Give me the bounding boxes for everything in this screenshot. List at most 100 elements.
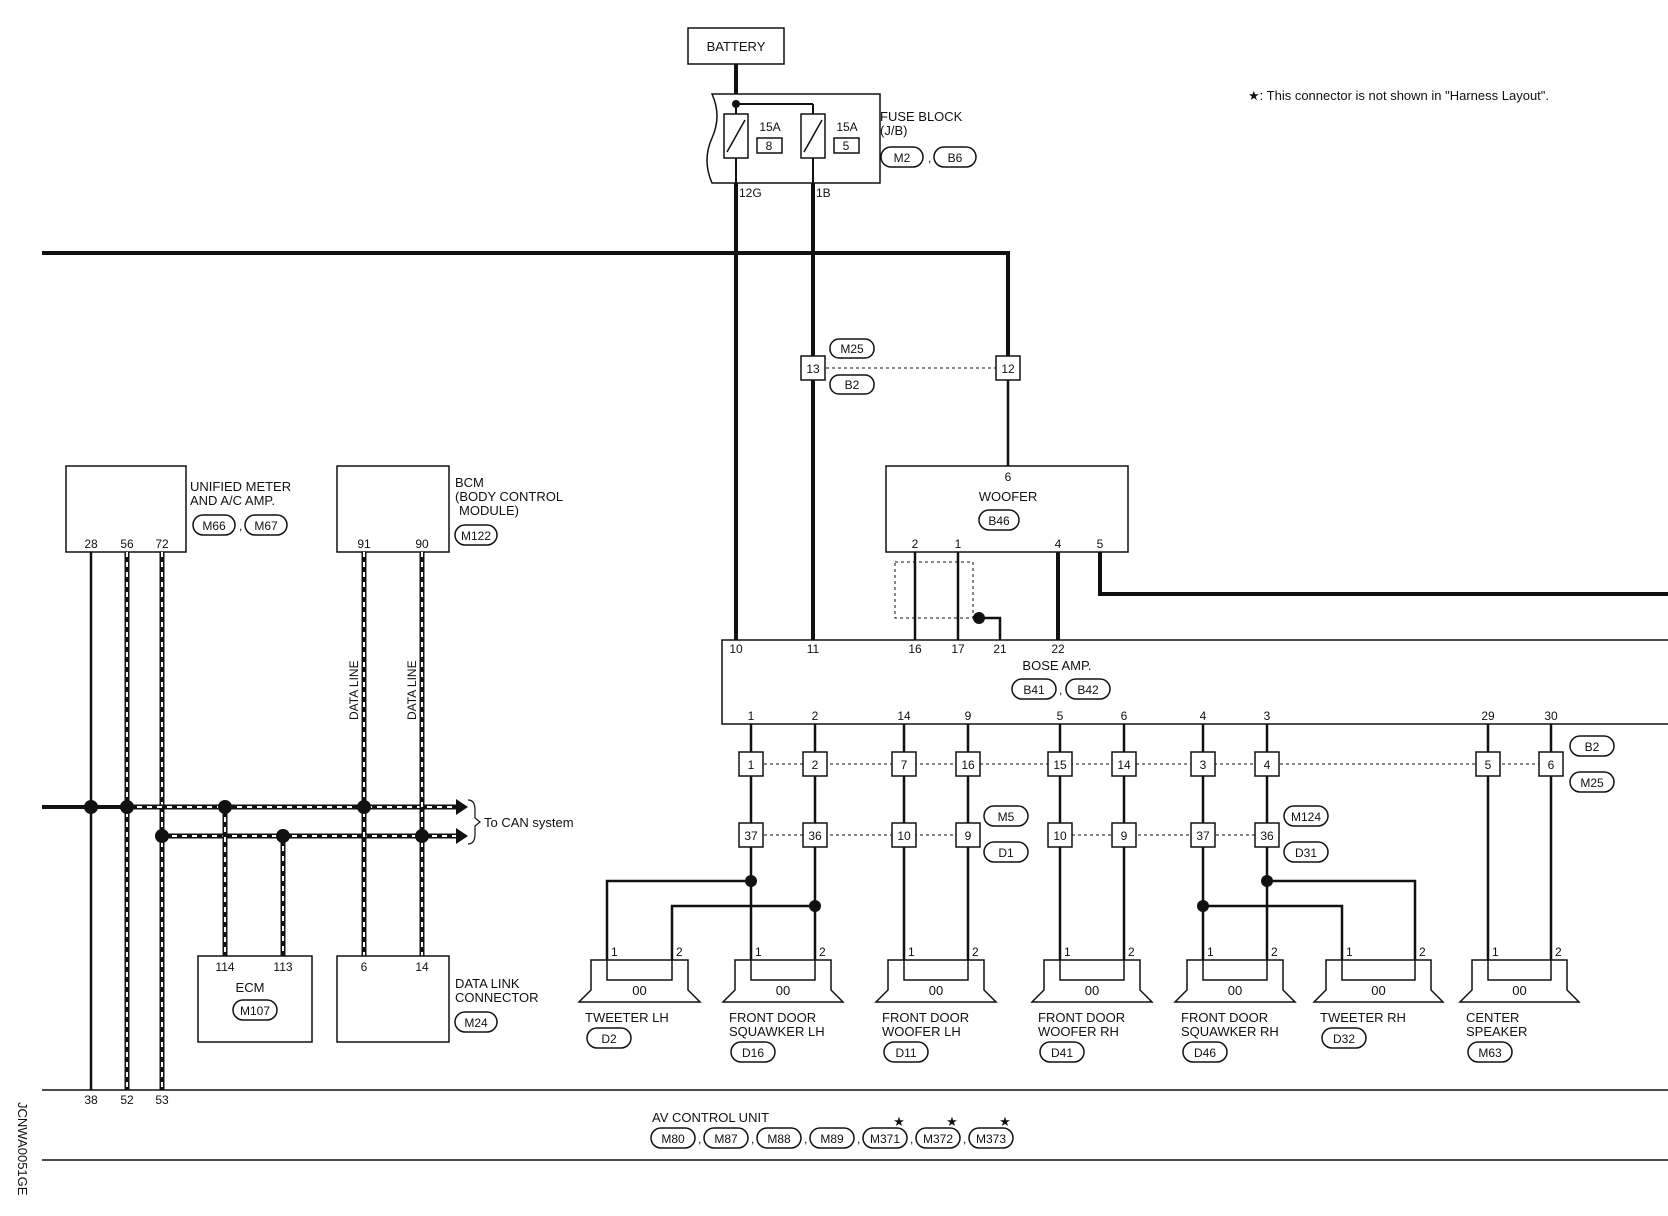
connector-tag: M372 [923, 1132, 953, 1146]
fuse-5-number: 5 [843, 139, 850, 153]
speaker-coil-icon: 00 [776, 983, 790, 998]
diagram-code: JCNWA0051GE [15, 1102, 30, 1196]
svg-text:37: 37 [744, 829, 758, 843]
svg-text:2: 2 [1128, 945, 1135, 959]
connector-tag: M25 [1580, 776, 1604, 790]
svg-text:114: 114 [215, 960, 234, 974]
fuse-block: 15A 8 15A 5 12G 1B FUSE BLOCK (J/B) M2 ,… [706, 93, 977, 200]
svg-text:38: 38 [84, 1093, 98, 1107]
svg-text:17: 17 [951, 642, 965, 656]
connector-tag: M80 [661, 1132, 685, 1146]
connector-tag: M24 [464, 1016, 488, 1030]
svg-text:1: 1 [955, 537, 962, 551]
svg-text:,: , [1059, 683, 1062, 697]
svg-text:,: , [239, 519, 242, 533]
ecm-label: ECM [236, 980, 265, 995]
fuse-8-number: 8 [766, 139, 773, 153]
connector-tag: M122 [461, 529, 491, 543]
svg-text:90: 90 [415, 537, 429, 551]
svg-text:36: 36 [808, 829, 822, 843]
svg-text:,: , [698, 1132, 701, 1146]
fuse-8-rating: 15A [759, 120, 780, 134]
svg-text:1: 1 [755, 945, 762, 959]
svg-text:21: 21 [993, 642, 1007, 656]
connector-tag: M66 [202, 519, 226, 533]
connector-tag: M88 [767, 1132, 791, 1146]
connector-tag: M63 [1478, 1046, 1502, 1060]
svg-text:13: 13 [806, 362, 820, 376]
svg-text:37: 37 [1196, 829, 1210, 843]
svg-text:1: 1 [1492, 945, 1499, 959]
star-icon: ★ [946, 1114, 958, 1129]
svg-text:5: 5 [1485, 758, 1492, 772]
speaker-label: SQUAWKER RH [1181, 1024, 1279, 1039]
av-control-unit-label: AV CONTROL UNIT [652, 1110, 769, 1125]
speaker-label: FRONT DOOR [729, 1010, 816, 1025]
svg-text:9: 9 [965, 829, 972, 843]
harness-note: ★: This connector is not shown in "Harne… [1248, 88, 1549, 103]
connector-tag: D2 [601, 1032, 617, 1046]
svg-text:56: 56 [120, 537, 134, 551]
svg-text:36: 36 [1260, 829, 1274, 843]
svg-text:,: , [857, 1132, 860, 1146]
speaker-coil-icon: 00 [929, 983, 943, 998]
speaker-label: SPEAKER [1466, 1024, 1527, 1039]
svg-text:28: 28 [84, 537, 98, 551]
connector-tag: D46 [1194, 1046, 1216, 1060]
svg-text:1: 1 [1207, 945, 1214, 959]
harness-row-m5-d1-m124-d31: 37 36 10 9 10 9 37 36 M5 D1 M124 D31 [738, 805, 1329, 863]
svg-text:91: 91 [357, 537, 371, 551]
fuse-pin-1b: 1B [816, 186, 831, 200]
svg-text:6: 6 [1005, 470, 1012, 484]
connector-tag: B42 [1077, 683, 1099, 697]
bose-amp-label: BOSE AMP. [1022, 658, 1091, 673]
connector-tag: D16 [742, 1046, 764, 1060]
svg-text:3: 3 [1200, 758, 1207, 772]
svg-text:1: 1 [611, 945, 618, 959]
connector-tag: M25 [840, 342, 864, 356]
svg-text:4: 4 [1055, 537, 1062, 551]
svg-text:1: 1 [748, 758, 755, 772]
svg-text:11: 11 [807, 642, 820, 656]
speaker-label: WOOFER RH [1038, 1024, 1119, 1039]
connector-tag: B6 [948, 151, 963, 165]
svg-text:9: 9 [1121, 829, 1128, 843]
connector-tag: M2 [894, 151, 911, 165]
svg-text:6: 6 [1548, 758, 1555, 772]
svg-text:53: 53 [155, 1093, 169, 1107]
fuse-block-subtitle: (J/B) [880, 123, 907, 138]
svg-text:2: 2 [1419, 945, 1426, 959]
svg-text:9: 9 [965, 709, 972, 723]
svg-text:2: 2 [812, 758, 819, 772]
svg-text:,: , [804, 1132, 807, 1146]
connector-tag: M107 [240, 1004, 270, 1018]
svg-text:1: 1 [1346, 945, 1353, 959]
connector-tag: M373 [976, 1132, 1006, 1146]
speaker-label: CENTER [1466, 1010, 1519, 1025]
connector-tag: B2 [1585, 740, 1600, 754]
woofer-label: WOOFER [979, 489, 1038, 504]
joint-connector-m25-b2: 13 12 M25 B2 [800, 338, 1021, 395]
can-bus: To CAN system DATA LINE DATA LINE [42, 552, 574, 1090]
svg-text:22: 22 [1051, 642, 1065, 656]
fuse-block-title: FUSE BLOCK [880, 109, 963, 124]
speaker-coil-icon: 00 [1085, 983, 1099, 998]
svg-text:1: 1 [748, 709, 755, 723]
connector-tag: M371 [870, 1132, 900, 1146]
data-link-label: DATA LINK [455, 976, 520, 991]
harness-row-b2-m25: 1 2 7 16 15 14 3 4 5 6 B2 M25 [738, 735, 1615, 793]
svg-text:1: 1 [908, 945, 915, 959]
svg-text:MODULE): MODULE) [459, 503, 519, 518]
battery-label: BATTERY [707, 39, 766, 54]
svg-text:14: 14 [897, 709, 911, 723]
svg-text:1: 1 [1064, 945, 1071, 959]
svg-text:2: 2 [812, 709, 819, 723]
svg-text:5: 5 [1097, 537, 1104, 551]
svg-text:2: 2 [819, 945, 826, 959]
speaker-label: FRONT DOOR [882, 1010, 969, 1025]
